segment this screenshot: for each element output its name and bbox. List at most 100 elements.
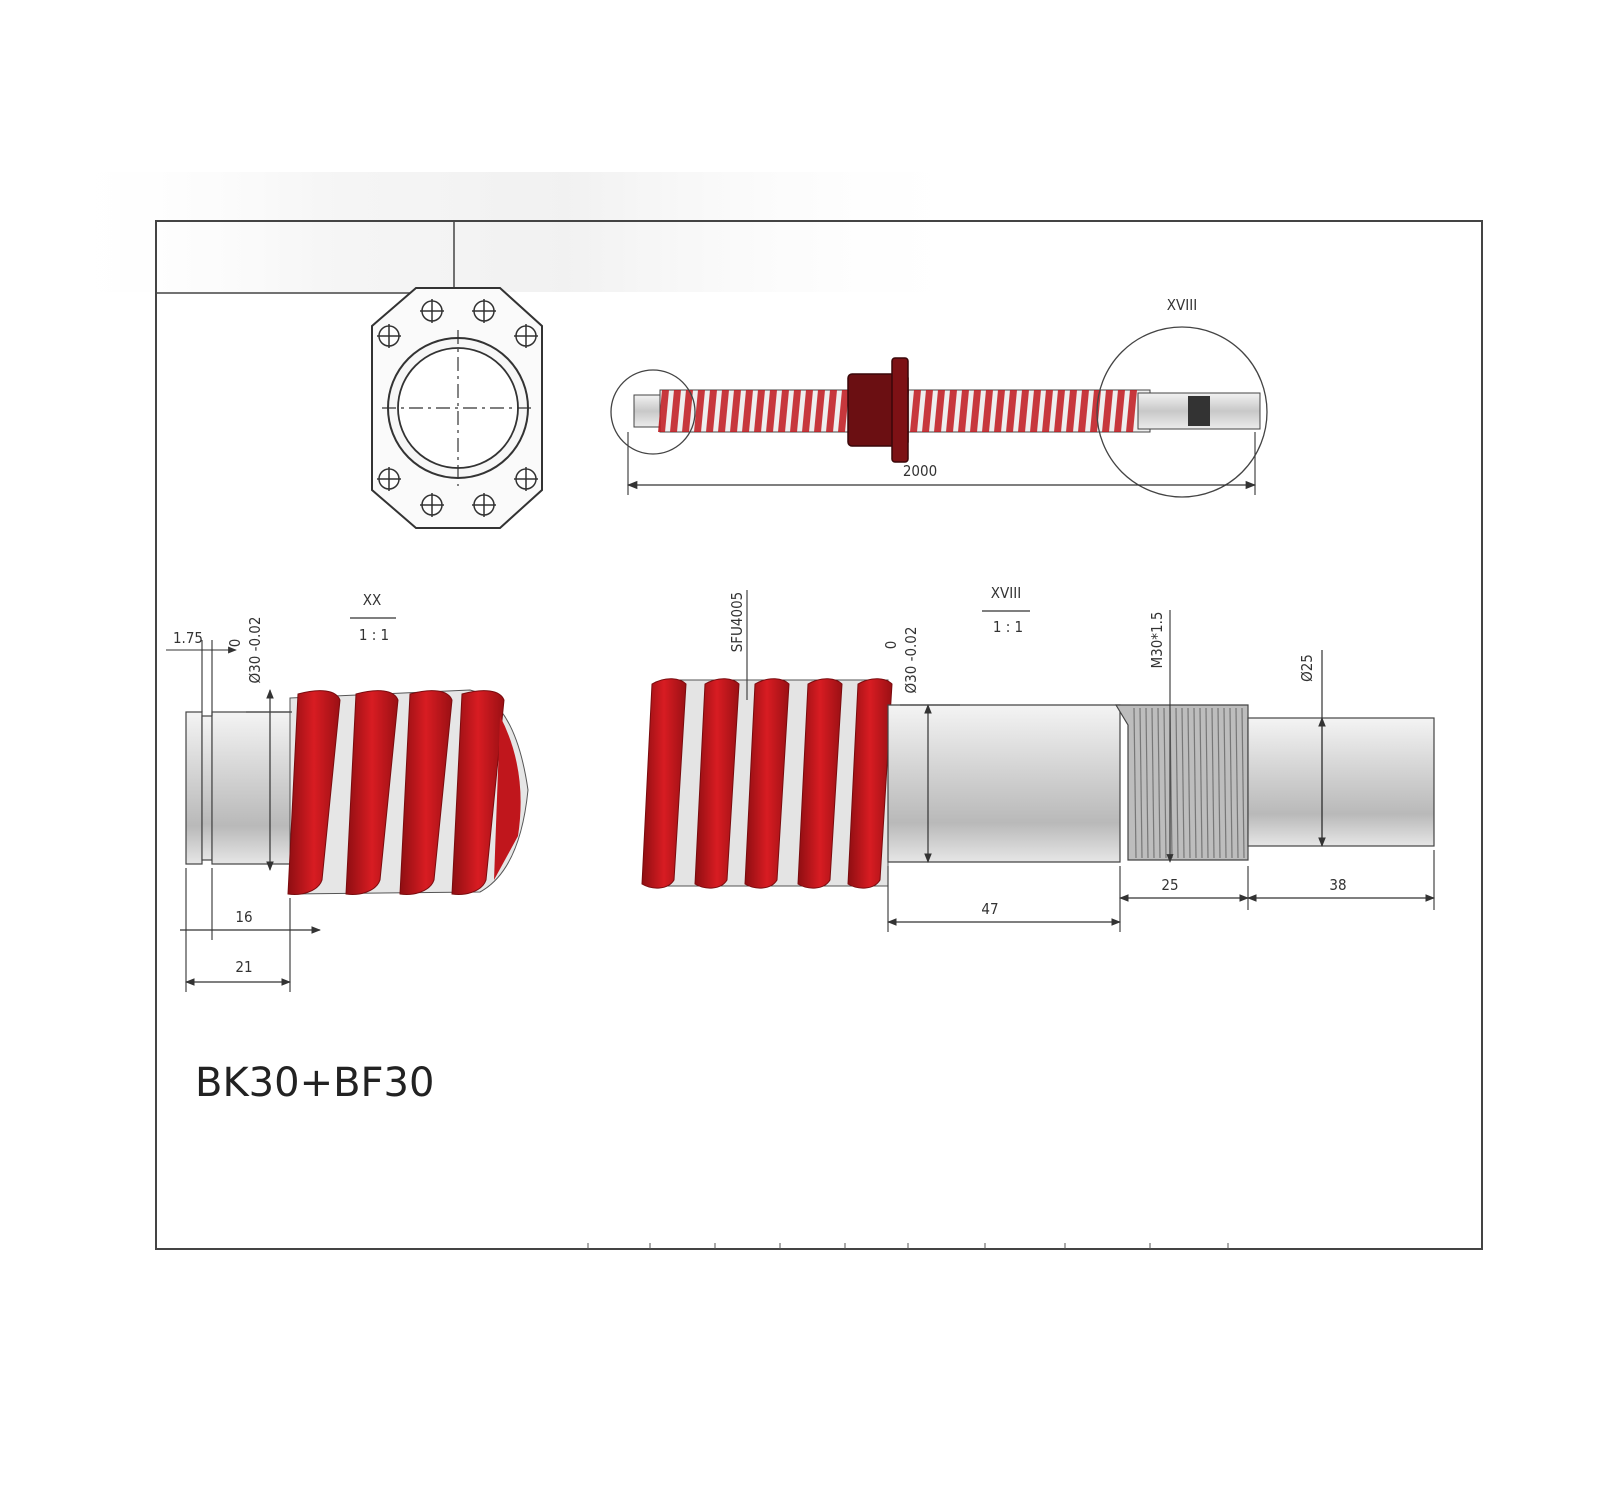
thread-stripe [658, 390, 669, 432]
thread-stripe [287, 690, 341, 895]
thread-stripe [641, 678, 687, 889]
thread-stripe [970, 390, 981, 432]
small-diameter-label: Ø25 [1298, 654, 1316, 682]
left-tolerance-upper: 0 [226, 639, 244, 648]
thread-stripe [694, 390, 705, 432]
thread-stripe [982, 390, 993, 432]
thread-stripe [1054, 390, 1065, 432]
thread-line [1211, 707, 1215, 859]
thread-stripe [994, 390, 1005, 432]
right-thread-stripes [641, 678, 893, 889]
ballscrew-overview: XVIII 2000 [610, 296, 1268, 498]
thread-stripe [1066, 390, 1077, 432]
thread-line [1199, 707, 1203, 859]
thread-stripe [1042, 390, 1053, 432]
detail-circle-right [1096, 326, 1268, 498]
thread-spec-label: M30*1.5 [1148, 611, 1166, 668]
thread-stripe [910, 390, 921, 432]
nut-flange-end-view [371, 287, 543, 529]
thread-stripe [694, 678, 740, 889]
thread-line [1145, 707, 1149, 859]
thread-stripe [754, 390, 765, 432]
right-diameter-label: Ø30 -0.02 [902, 627, 920, 694]
bolt-hole-icons [377, 299, 538, 517]
thread-line [1193, 707, 1197, 859]
overview-thread-end [1188, 396, 1210, 426]
thread-line [1181, 707, 1185, 859]
thread-line [1139, 707, 1143, 859]
thread-line [1175, 707, 1179, 859]
thread-stripe [847, 678, 893, 889]
overall-length-label: 2000 [903, 462, 937, 480]
thread-line [1223, 707, 1227, 859]
left-view-label: XX [363, 591, 382, 609]
bottom-ticks [587, 1243, 1229, 1249]
thread-stripe [682, 390, 693, 432]
thread-line [1157, 707, 1161, 859]
thread-stripe [744, 678, 790, 889]
thread-stripe [958, 390, 969, 432]
thread-stripe [742, 390, 753, 432]
thread-stripe [1078, 390, 1089, 432]
length-25-label: 25 [1161, 876, 1178, 894]
thread-line [1235, 707, 1239, 859]
thread-stripe [670, 390, 681, 432]
left-scale-label: 1 : 1 [359, 626, 389, 644]
thread-stripe [494, 716, 521, 880]
right-end-detail: SFU4005 XVIII 1 : 1 0 Ø30 -0.02 M30*1.5 … [641, 584, 1435, 932]
length-47-label: 47 [981, 900, 998, 918]
thread-line [1187, 707, 1191, 859]
thread-stripe [730, 390, 741, 432]
thread-line [1163, 707, 1167, 859]
thread-stripe [946, 390, 957, 432]
locknut-thread-section [1114, 704, 1249, 861]
thread-stripe [1030, 390, 1041, 432]
bearing-journal [887, 704, 1121, 863]
thread-line [1217, 707, 1221, 859]
thread-line [1241, 707, 1245, 859]
thread-stripe [826, 390, 837, 432]
right-tolerance-upper: 0 [882, 641, 900, 650]
thread-line [1205, 707, 1209, 859]
left-end-detail: 16 21 1.75 0 Ø30 -0.02 XX 1 : 1 [166, 591, 529, 992]
thread-stripe [790, 390, 801, 432]
thread-stripe [922, 390, 933, 432]
thread-stripe [802, 390, 813, 432]
thread-stripe [718, 390, 729, 432]
thread-line [1151, 707, 1155, 859]
scan-shadow [50, 172, 990, 292]
thread-stripe [797, 678, 843, 889]
thread-stripe [778, 390, 789, 432]
chamfer-label: 1.75 [173, 629, 203, 647]
thread-stripe [1102, 390, 1113, 432]
left-thread-stripes [287, 690, 521, 895]
thread-stripe [1114, 390, 1125, 432]
thread-stripe [766, 390, 777, 432]
right-scale-label: 1 : 1 [993, 618, 1023, 636]
nut-model-label: SFU4005 [728, 592, 746, 653]
thread-stripe [706, 390, 717, 432]
thread-stripe [345, 690, 399, 895]
thread-stripe [814, 390, 825, 432]
thread-stripe [1006, 390, 1017, 432]
length-38-label: 38 [1329, 876, 1346, 894]
thread-stripe [934, 390, 945, 432]
length-21-label: 21 [235, 958, 252, 976]
thread-stripe [399, 690, 453, 895]
end-shaft [1247, 717, 1435, 847]
detail-circle-left [610, 369, 696, 455]
drawing-frame [155, 220, 1483, 1250]
thread-line [1133, 707, 1137, 859]
length-16-label: 16 [235, 908, 252, 926]
thread-stripe [838, 390, 849, 432]
thread-line [1229, 707, 1233, 859]
thread-stripe [1126, 390, 1137, 432]
thread-stripe [451, 690, 505, 895]
detail-right-tag: XVIII [1167, 296, 1197, 314]
overview-nut-flange [891, 357, 909, 463]
right-view-label: XVIII [991, 584, 1021, 602]
m-thread-lines [1133, 707, 1245, 859]
thread-stripe [1018, 390, 1029, 432]
